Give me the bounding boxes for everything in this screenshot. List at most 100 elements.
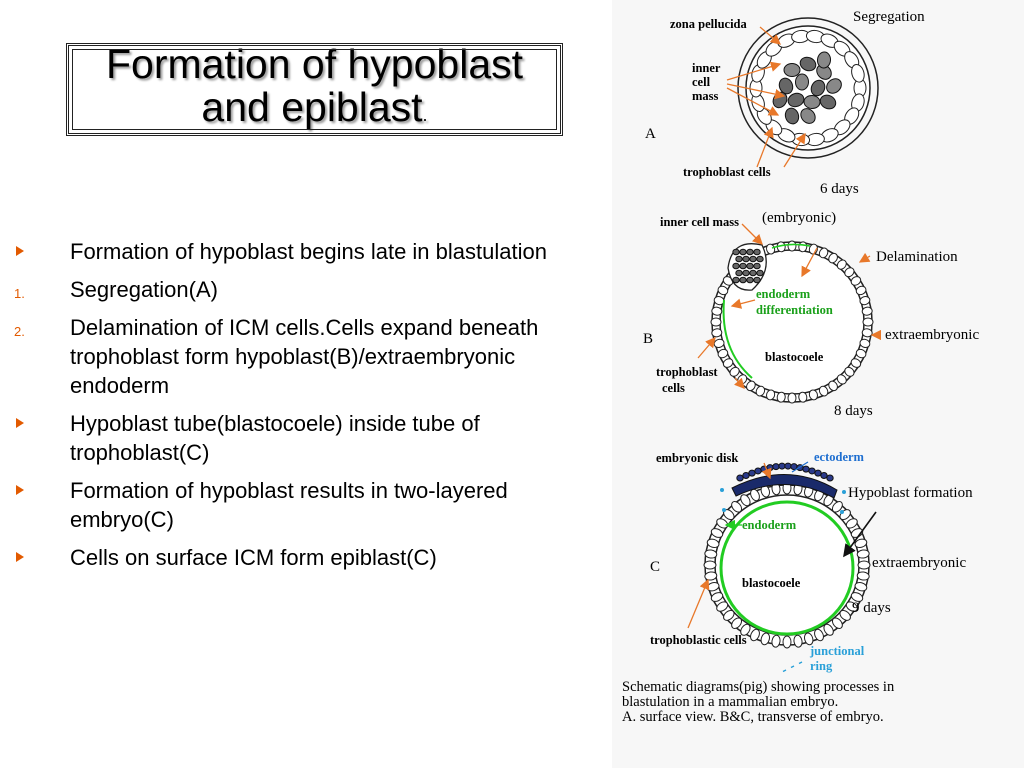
ectoderm-cell [784, 462, 792, 470]
label-extraembryonic-b: extraembryonic [885, 327, 979, 343]
icm-cell [735, 269, 743, 277]
trophoblast-cell [710, 528, 724, 538]
trophoblast-cell [839, 609, 851, 621]
label-endoderm-c: endoderm [742, 518, 797, 532]
label-endoderm-diff-1: endoderm [756, 287, 811, 301]
icm-cell [783, 63, 801, 77]
ectoderm-cell [772, 463, 780, 471]
trophoblast-cell [740, 494, 751, 507]
trophoblast-cell [808, 389, 818, 401]
icm-cell [742, 269, 750, 277]
caption-line-1: Schematic diagrams(pig) showing processe… [622, 679, 895, 695]
icm-cell [756, 255, 764, 263]
trophoblast-cell [818, 385, 829, 397]
ectoderm-cell [802, 465, 810, 473]
icm-cell [784, 107, 800, 125]
trophoblast-cell [857, 560, 871, 570]
icm-cell [753, 276, 761, 284]
triangle-bullet-icon [16, 246, 24, 256]
trophoblast-cell [731, 501, 743, 513]
trophoblast-cell [793, 634, 803, 648]
trophoblast-ring-a [749, 29, 867, 147]
trophoblast-cell [787, 240, 797, 252]
trophoblast-cell [836, 374, 847, 385]
trophoblast-cell [746, 380, 756, 392]
trophoblast-cell [851, 63, 865, 83]
icm-cell [819, 94, 837, 110]
title-line-2: and epiblast. [75, 85, 555, 137]
label-junctional: junctional [809, 644, 865, 658]
title-box: Formation of hypoblast and epiblast. [66, 40, 563, 137]
trophoblast-cell [798, 391, 808, 403]
trophoblast-ring-c [703, 481, 871, 649]
trophoblast-cell [771, 634, 781, 648]
trophoblast-cell [760, 632, 770, 646]
trophoblast-cell [845, 601, 858, 612]
icm-cell [742, 255, 750, 263]
trophoblast-cell [831, 617, 843, 629]
title-trailing-period: . [422, 104, 428, 125]
trophoblast-cell [859, 338, 871, 348]
label-ectoderm: ectoderm [814, 450, 865, 464]
icm-cluster-a [772, 51, 842, 125]
label-embryonic-disk: embryonic disk [656, 451, 738, 465]
trophoblast-cell [787, 392, 797, 404]
trophoblast-cell [828, 252, 838, 264]
bullet-text: Delamination of ICM cells.Cells expand b… [70, 315, 539, 398]
trophoblast-cell [854, 582, 868, 592]
embryo-diagram: zona pellucida Segregation inner cell ma… [643, 9, 979, 673]
figure-panel: zona pellucida Segregation inner cell ma… [612, 0, 1024, 768]
panel-b: inner cell mass (embryonic) Delamination… [643, 210, 979, 419]
trophoblast-cell [855, 348, 867, 359]
icm-cell [732, 262, 740, 270]
label-extraembryonic-c: extraembryonic [872, 555, 966, 571]
trophoblast-cell [711, 328, 723, 338]
label-embryonic: (embryonic) [762, 210, 836, 226]
icm-cell [800, 108, 816, 124]
label-9-days: 9 days [852, 600, 891, 616]
bullet-item: Formation of hypoblast begins late in bl… [14, 237, 589, 266]
ectoderm-cell [778, 462, 786, 470]
icm-cell [799, 56, 817, 72]
label-trophoblastic-cells: trophoblastic cells [650, 633, 747, 647]
trophoblast-cell [711, 306, 723, 316]
label-letter-c: C [650, 559, 660, 575]
trophoblast-cell [782, 635, 792, 649]
label-ring: ring [810, 659, 833, 673]
trophoblast-cell [750, 628, 760, 642]
slide-title: Formation of hypoblast and epiblast. [75, 40, 555, 137]
label-icm-a-3: mass [692, 89, 719, 103]
trophoblast-cell [716, 601, 729, 612]
icm-cell [794, 73, 810, 91]
trophoblast-cell [722, 358, 734, 368]
icm-cell [735, 255, 743, 263]
ectoderm-cell [808, 467, 816, 475]
label-troph-b-2: cells [662, 381, 685, 395]
triangle-bullet-icon [16, 485, 24, 495]
panel-a: zona pellucida Segregation inner cell ma… [645, 9, 925, 197]
icm-cell [739, 248, 747, 256]
icm-cell [746, 276, 754, 284]
icm-cell [749, 269, 757, 277]
icm-cell [756, 269, 764, 277]
ectoderm-cells [736, 462, 834, 482]
trophoblast-cell [755, 385, 766, 397]
label-trophoblast-a: trophoblast cells [683, 165, 771, 179]
ectoderm-cell [814, 469, 822, 477]
title-line-1: Formation of hypoblast [105, 40, 524, 87]
trophoblast-cell [844, 366, 855, 377]
label-segregation: Segregation [853, 9, 925, 25]
bullet-list: Formation of hypoblast begins late in bl… [14, 237, 589, 581]
trophoblast-cell [850, 358, 862, 368]
trophoblast-cell [831, 501, 843, 513]
icm-cell [746, 248, 754, 256]
trophoblast-cell [845, 518, 858, 529]
ectoderm-cell [742, 472, 750, 480]
trophoblast-cell [710, 317, 722, 327]
label-zona-pellucida: zona pellucida [670, 17, 747, 31]
icm-cell [810, 79, 826, 97]
trophoblast-cell [855, 285, 867, 296]
bullet-item: Formation of hypoblast results in two-la… [14, 476, 589, 534]
bullet-text: Formation of hypoblast results in two-la… [70, 478, 508, 532]
label-6-days: 6 days [820, 181, 859, 197]
